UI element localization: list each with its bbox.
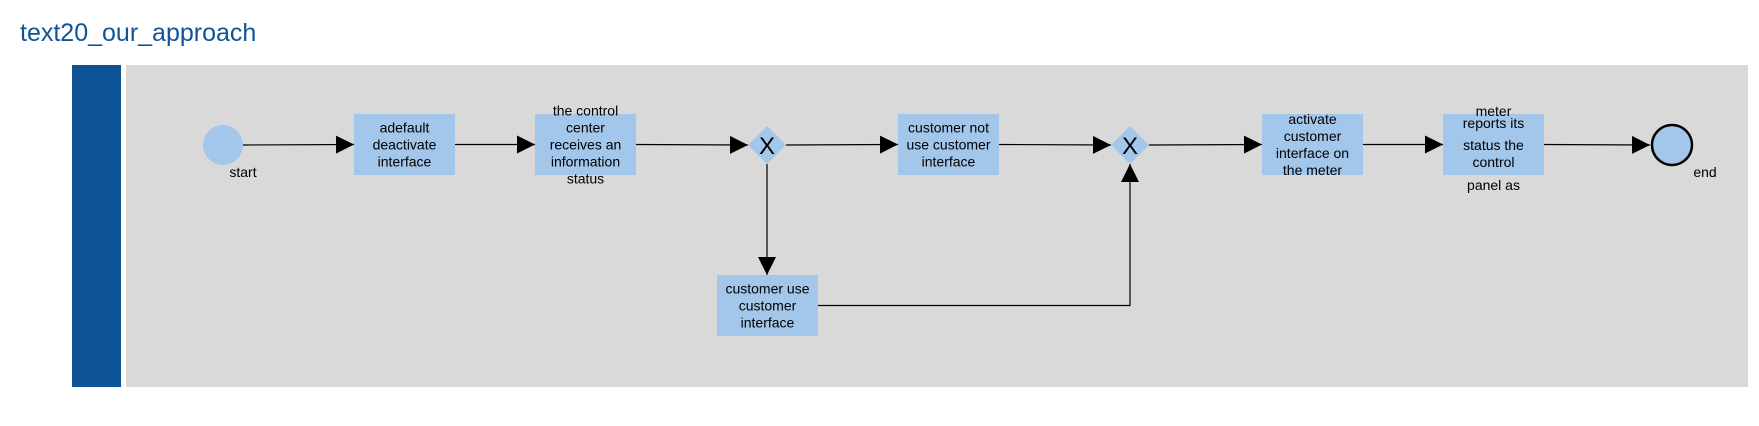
task-t4-label-line: customer use (725, 281, 809, 297)
exclusive-gateway-g2-symbol: X (1122, 133, 1138, 160)
task-t1-label-line: deactivate (373, 137, 437, 153)
task-t6-label-line: meter (1476, 103, 1512, 119)
exclusive-gateway-g1-symbol: X (759, 133, 775, 160)
sequence-flow-g1-to-t3 (785, 135, 899, 154)
task-t6-label-line: status the (1463, 137, 1524, 153)
task-t3-label-line: interface (922, 154, 976, 170)
task-t2-label-line: information (551, 154, 620, 170)
start-event (203, 125, 243, 165)
task-t1 (354, 114, 455, 175)
task-t4-label-line: interface (741, 315, 795, 331)
task-t5 (1262, 114, 1363, 175)
sequence-flow-g2-to-t5 (1148, 135, 1263, 154)
task-t1-label-line: interface (378, 154, 432, 170)
task-t5-label-line: customer (1284, 128, 1342, 144)
task-t6-label-line: reports its (1463, 115, 1524, 131)
task-t2 (535, 114, 636, 175)
task-t1-label-line: adefault (380, 120, 430, 136)
task-t6-label-line: panel as (1467, 177, 1520, 193)
task-t5-label-line: activate (1288, 111, 1336, 127)
task-t2-label-line: center (566, 120, 605, 136)
start-event-label: start (229, 164, 256, 180)
task-t5-label-line: interface on (1276, 145, 1349, 161)
task-t2-label-line: receives an (550, 137, 622, 153)
task-t3 (898, 114, 999, 175)
task-t4 (717, 275, 818, 336)
task-t2-label-line: the control (553, 103, 618, 119)
task-t6-label-line: control (1472, 154, 1514, 170)
page-title: text20_our_approach (20, 19, 257, 47)
end-event-label: end (1693, 164, 1716, 180)
exclusive-gateway-g1 (748, 126, 786, 164)
pool-header-band (72, 65, 121, 387)
sequence-flow-t3-to-g2 (998, 135, 1112, 154)
task-t6 (1443, 114, 1544, 175)
exclusive-gateway-g2 (1111, 126, 1149, 164)
task-t2-label-line: status (567, 171, 604, 187)
task-t3-label-line: use customer (906, 137, 990, 153)
end-event (1650, 123, 1694, 167)
task-t5-label-line: the meter (1283, 162, 1342, 178)
task-t3-label-line: customer not (908, 120, 989, 136)
sequence-flow-start-to-t1 (242, 135, 355, 154)
sequence-flow-t4-to-g2 (818, 164, 1139, 307)
sequence-flow-t6-to-end (1543, 135, 1651, 154)
task-t4-label-line: customer (739, 298, 797, 314)
sequence-flow-t2-to-g1 (635, 135, 749, 154)
